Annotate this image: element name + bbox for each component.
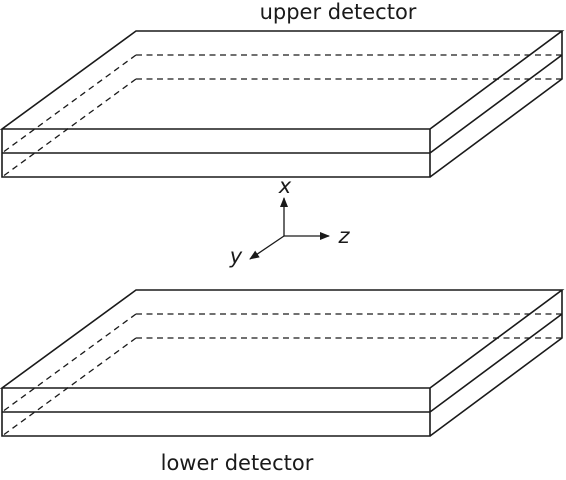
lower-detector [0, 289, 565, 437]
coordinate-axes: x z y [229, 174, 351, 268]
upper-detector-label: upper detector [260, 0, 417, 24]
z-axis-label: z [337, 224, 350, 248]
lower-hidden-back-layer-lines [1, 313, 562, 437]
lower-visible-edges [0, 289, 565, 437]
lower-detector-label: lower detector [161, 451, 314, 475]
upper-hidden-back-layer-lines [1, 54, 562, 178]
y-axis-arrow [249, 235, 285, 260]
x-axis-label: x [278, 174, 292, 198]
y-axis-label: y [229, 244, 243, 268]
upper-visible-edges [0, 30, 565, 178]
upper-detector [0, 30, 565, 178]
